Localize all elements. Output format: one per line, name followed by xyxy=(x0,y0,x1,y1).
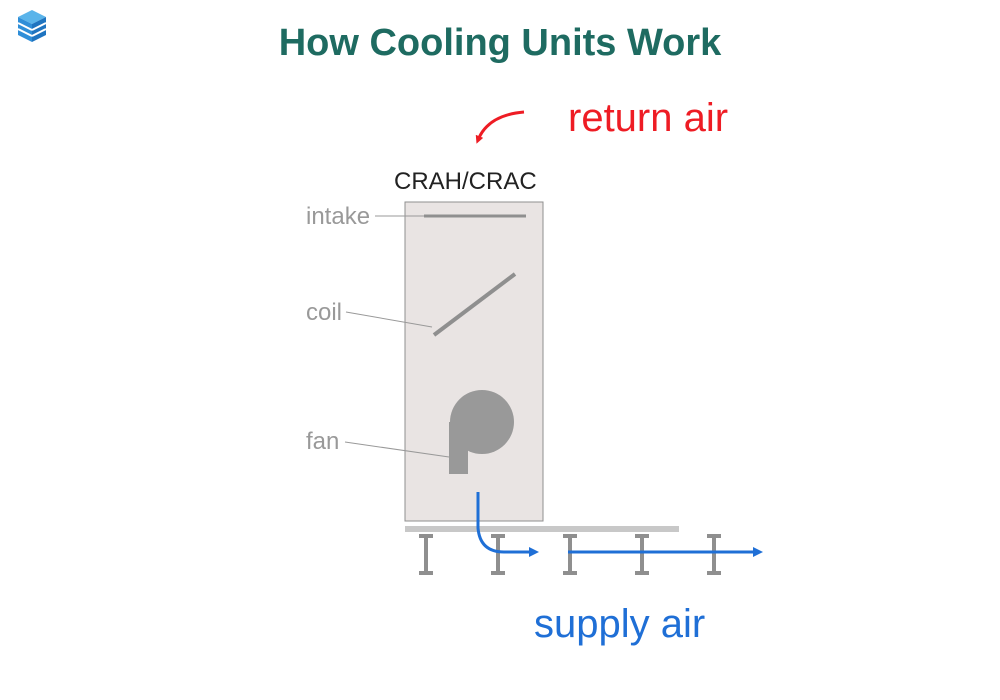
cooling-coil xyxy=(432,272,517,337)
supply-air-label: supply air xyxy=(534,602,706,646)
coil-leader-line xyxy=(345,311,433,328)
fan-icon xyxy=(449,390,514,474)
coil-label: coil xyxy=(306,299,343,326)
intake-label: intake xyxy=(306,203,371,230)
cooling-unit-cabinet xyxy=(404,201,544,522)
return-air-label: return air xyxy=(568,96,729,140)
floor-pedestals xyxy=(419,534,721,575)
unit-label: CRAH/CRAC xyxy=(394,168,537,195)
logo-cube-icon xyxy=(17,10,47,42)
fan-label: fan xyxy=(306,428,340,455)
supply-air-arrow-down xyxy=(476,492,539,557)
raised-floor-tile xyxy=(405,526,679,532)
page-title: How Cooling Units Work xyxy=(278,22,722,64)
return-air-arrow xyxy=(475,110,525,144)
fan-leader-line xyxy=(344,441,450,458)
